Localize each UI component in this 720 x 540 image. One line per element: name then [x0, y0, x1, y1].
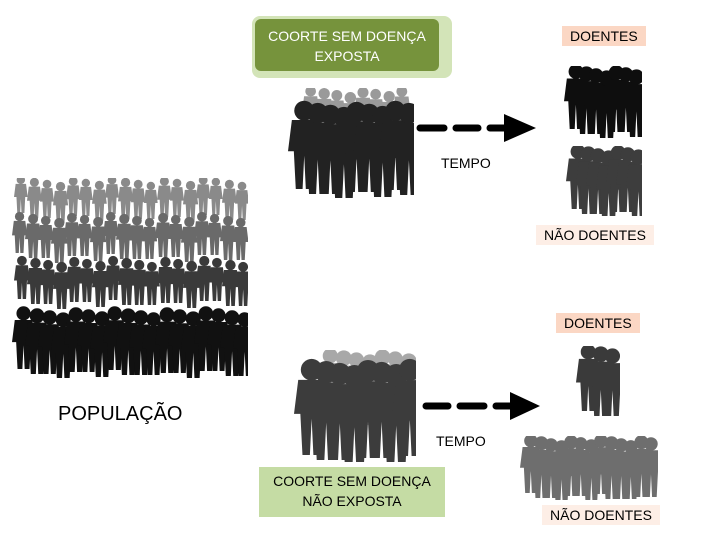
- person-silhouette-icon: [142, 217, 158, 259]
- person-silhouette-icon: [392, 358, 416, 456]
- not-sick-top-label: NÃO DOENTES: [536, 225, 654, 245]
- person-silhouette-icon: [53, 261, 71, 309]
- person-silhouette-icon: [222, 179, 237, 220]
- person-silhouette-icon: [194, 211, 210, 255]
- person-silhouette-icon: [233, 312, 248, 376]
- person-silhouette-icon: [181, 216, 198, 262]
- unexposed-cohort-box: COORTE SEM DOENÇA NÃO EXPOSTA: [259, 467, 445, 517]
- person-silhouette-icon: [105, 255, 122, 300]
- person-silhouette-icon: [640, 437, 658, 497]
- person-silhouette-icon: [144, 261, 160, 305]
- person-silhouette-icon: [12, 211, 28, 253]
- time-bottom-label: TEMPO: [436, 433, 486, 449]
- person-silhouette-icon: [233, 217, 248, 260]
- person-silhouette-icon: [235, 261, 248, 306]
- person-silhouette-icon: [53, 181, 69, 223]
- person-silhouette-icon: [105, 178, 120, 214]
- person-silhouette-icon: [38, 215, 54, 258]
- person-silhouette-icon: [79, 258, 95, 302]
- person-silhouette-icon: [103, 211, 119, 254]
- person-silhouette-icon: [92, 260, 109, 307]
- person-silhouette-icon: [51, 217, 68, 263]
- population-crowd-icon: [12, 178, 248, 378]
- person-silhouette-icon: [40, 259, 57, 304]
- person-silhouette-icon: [624, 69, 642, 137]
- person-silhouette-icon: [626, 149, 642, 216]
- person-silhouette-icon: [131, 179, 146, 219]
- person-silhouette-icon: [207, 213, 223, 255]
- person-silhouette-icon: [196, 255, 213, 301]
- exposed-crowd-icon: [288, 88, 414, 198]
- person-silhouette-icon: [66, 256, 83, 302]
- person-silhouette-icon: [157, 256, 174, 303]
- person-silhouette-icon: [183, 260, 201, 308]
- exposed-cohort-inner: COORTE SEM DOENÇA EXPOSTA: [255, 19, 439, 71]
- person-silhouette-icon: [170, 178, 185, 217]
- sick-bottom-crowd-icon: [576, 346, 620, 416]
- person-silhouette-icon: [168, 214, 184, 257]
- person-silhouette-icon: [66, 178, 81, 216]
- person-silhouette-icon: [209, 178, 223, 215]
- person-silhouette-icon: [131, 259, 148, 305]
- person-silhouette-icon: [118, 178, 134, 219]
- person-silhouette-icon: [27, 257, 44, 304]
- exposed-cohort-box: COORTE SEM DOENÇA EXPOSTA: [252, 16, 452, 78]
- person-silhouette-icon: [27, 178, 42, 218]
- sick-top-crowd-icon: [564, 66, 642, 138]
- person-silhouette-icon: [14, 255, 30, 299]
- person-silhouette-icon: [129, 215, 145, 259]
- unexposed-cohort-line1: COORTE SEM DOENÇA: [273, 473, 431, 489]
- person-silhouette-icon: [92, 180, 107, 221]
- person-silhouette-icon: [64, 212, 80, 256]
- not-sick-bottom-label: NÃO DOENTES: [542, 505, 660, 525]
- dashed-arrow-icon-bottom: [422, 392, 540, 420]
- sick-bottom-label: DOENTES: [556, 313, 640, 333]
- person-silhouette-icon: [170, 258, 187, 303]
- not-sick-top-crowd-icon: [566, 146, 642, 216]
- person-silhouette-icon: [14, 178, 28, 213]
- person-silhouette-icon: [118, 257, 136, 305]
- person-silhouette-icon: [392, 102, 414, 195]
- person-silhouette-icon: [600, 348, 620, 416]
- person-silhouette-icon: [220, 215, 237, 260]
- person-silhouette-icon: [157, 178, 172, 217]
- person-silhouette-icon: [144, 181, 158, 219]
- person-silhouette-icon: [90, 216, 107, 261]
- person-silhouette-icon: [209, 257, 225, 301]
- exposed-cohort-line2: EXPOSTA: [314, 48, 380, 64]
- unexposed-crowd-icon: [294, 350, 416, 462]
- time-top-label: TEMPO: [441, 155, 491, 171]
- person-silhouette-icon: [116, 213, 133, 259]
- person-silhouette-icon: [196, 178, 211, 215]
- person-silhouette-icon: [25, 213, 42, 258]
- sick-top-label: DOENTES: [562, 26, 646, 46]
- person-silhouette-icon: [77, 214, 93, 256]
- person-silhouette-icon: [155, 212, 172, 257]
- exposed-cohort-line1: COORTE SEM DOENÇA: [268, 28, 426, 44]
- person-silhouette-icon: [222, 259, 239, 306]
- person-silhouette-icon: [235, 181, 248, 220]
- unexposed-cohort-line2: NÃO EXPOSTA: [302, 493, 402, 509]
- population-label: POPULAÇÃO: [58, 403, 183, 425]
- dashed-arrow-icon-top: [416, 114, 536, 142]
- person-silhouette-icon: [183, 180, 199, 222]
- not-sick-bottom-crowd-icon: [520, 436, 658, 500]
- person-silhouette-icon: [79, 178, 93, 216]
- person-silhouette-icon: [40, 179, 55, 218]
